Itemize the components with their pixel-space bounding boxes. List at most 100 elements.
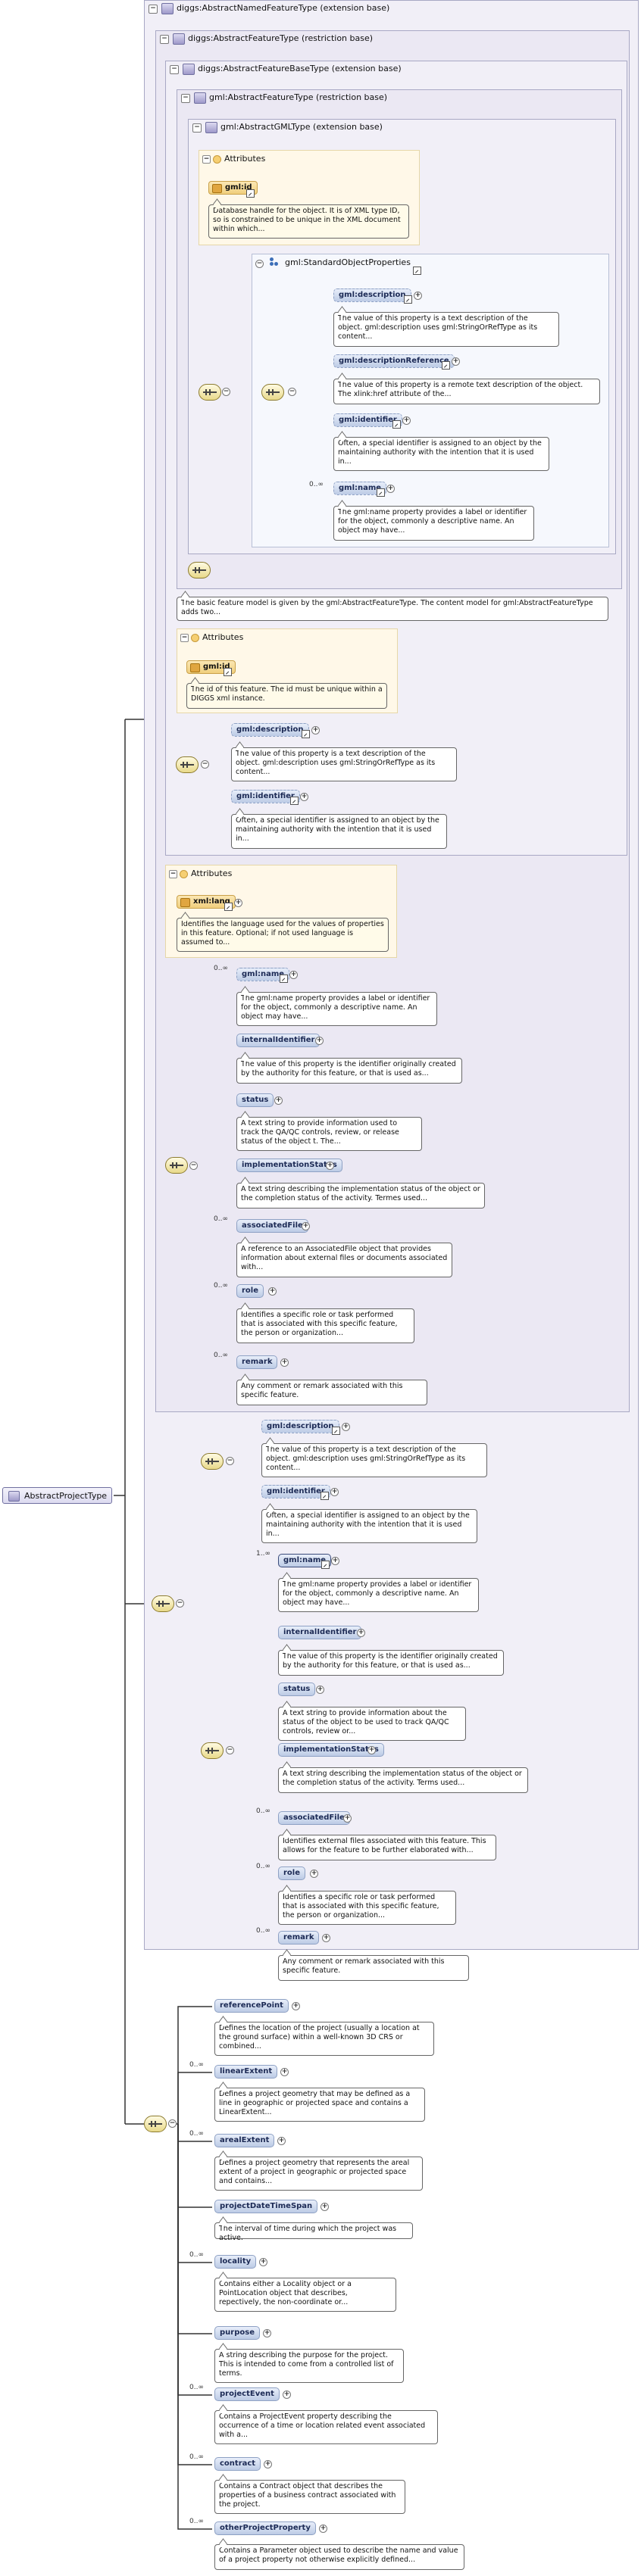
element-remark[interactable]: remark	[236, 1355, 278, 1369]
root-type-box[interactable]: AbstractProjectType	[2, 1487, 113, 1504]
element-implementation-status[interactable]: implementationStatus	[236, 1159, 342, 1172]
expand-button[interactable]: +	[300, 793, 308, 801]
reference-icon[interactable]	[392, 420, 401, 429]
collapse-toggle[interactable]: −	[226, 1457, 234, 1465]
element-gml-description-reference[interactable]: gml:descriptionReference	[333, 354, 455, 368]
expand-button[interactable]: +	[315, 1037, 324, 1045]
element-gml-name[interactable]: gml:name	[278, 1554, 332, 1567]
expand-button[interactable]: +	[268, 1287, 277, 1296]
expand-button[interactable]: +	[259, 2258, 267, 2266]
element-gml-description[interactable]: gml:description	[261, 1420, 339, 1433]
reference-icon[interactable]	[332, 1427, 340, 1435]
reference-icon[interactable]	[404, 295, 412, 304]
collapse-toggle[interactable]: −	[180, 634, 189, 642]
element-gml-identifier[interactable]: gml:identifier	[261, 1485, 330, 1499]
expand-button[interactable]: +	[264, 2460, 272, 2468]
expand-button[interactable]: +	[292, 2002, 300, 2010]
element-other-project-property[interactable]: otherProjectProperty	[214, 2521, 316, 2535]
element-locality[interactable]: locality	[214, 2255, 257, 2269]
element-status[interactable]: status	[236, 1093, 274, 1107]
reference-icon[interactable]	[320, 1492, 329, 1500]
expand-button[interactable]: +	[280, 1358, 289, 1367]
expand-button[interactable]: +	[289, 971, 298, 979]
reference-icon[interactable]	[321, 1561, 330, 1569]
expand-button[interactable]: +	[367, 1746, 376, 1754]
reference-icon[interactable]	[290, 797, 299, 805]
element-internal-identifier[interactable]: internalIdentifier	[236, 1034, 320, 1047]
expand-button[interactable]: +	[234, 899, 242, 907]
element-status[interactable]: status	[278, 1683, 316, 1696]
expand-button[interactable]: +	[310, 1870, 318, 1878]
expand-button[interactable]: +	[280, 2068, 289, 2076]
sequence-compositor-icon[interactable]	[188, 562, 211, 579]
expand-button[interactable]: +	[452, 357, 460, 366]
element-gml-description[interactable]: gml:description	[231, 723, 309, 737]
element-remark[interactable]: remark	[278, 1931, 320, 1944]
collapse-toggle[interactable]: −	[168, 2119, 177, 2128]
expand-button[interactable]: +	[263, 2329, 271, 2337]
sequence-compositor-icon[interactable]	[201, 1742, 224, 1759]
element-linear-extent[interactable]: linearExtent	[214, 2065, 278, 2079]
sequence-compositor-icon[interactable]	[201, 1453, 224, 1470]
collapse-toggle[interactable]: −	[189, 1162, 198, 1170]
collapse-toggle[interactable]: −	[170, 65, 179, 74]
element-project-date-time-span[interactable]: projectDateTimeSpan	[214, 2200, 318, 2213]
expand-button[interactable]: +	[330, 1488, 339, 1496]
expand-button[interactable]: +	[283, 2390, 291, 2399]
expand-button[interactable]: +	[342, 1423, 350, 1431]
collapse-toggle[interactable]: −	[288, 388, 296, 396]
sequence-compositor-icon[interactable]	[176, 756, 199, 773]
reference-icon[interactable]	[377, 488, 385, 497]
collapse-toggle[interactable]: −	[192, 123, 202, 133]
sequence-compositor-icon[interactable]	[199, 384, 221, 401]
expand-button[interactable]: +	[357, 1629, 365, 1637]
element-reference-point[interactable]: referencePoint	[214, 1999, 289, 2013]
expand-button[interactable]: +	[320, 2203, 329, 2211]
expand-button[interactable]: +	[414, 292, 422, 300]
expand-button[interactable]: +	[274, 1096, 283, 1105]
reference-icon[interactable]	[442, 361, 450, 370]
expand-button[interactable]: +	[322, 1934, 330, 1942]
collapse-toggle[interactable]: −	[202, 155, 211, 164]
attribute-gml-id[interactable]: gml:id	[208, 181, 258, 195]
collapse-toggle[interactable]: −	[201, 760, 209, 769]
element-areal-extent[interactable]: arealExtent	[214, 2134, 275, 2147]
element-purpose[interactable]: purpose	[214, 2326, 260, 2340]
collapse-toggle[interactable]: −	[149, 5, 158, 14]
element-gml-identifier[interactable]: gml:identifier	[231, 790, 300, 803]
element-project-event[interactable]: projectEvent	[214, 2387, 280, 2401]
element-gml-description[interactable]: gml:description	[333, 288, 411, 302]
std-group-toggle[interactable]: −	[255, 260, 264, 268]
collapse-toggle[interactable]: −	[226, 1746, 234, 1754]
collapse-toggle[interactable]: −	[181, 94, 190, 103]
expand-button[interactable]: +	[302, 1222, 310, 1230]
element-gml-name[interactable]: gml:name	[333, 482, 387, 495]
reference-icon[interactable]	[280, 975, 288, 983]
expand-button[interactable]: +	[277, 2137, 286, 2145]
element-role[interactable]: role	[278, 1867, 306, 1880]
element-gml-name[interactable]: gml:name	[236, 968, 290, 981]
expand-button[interactable]: +	[319, 2525, 327, 2533]
expand-button[interactable]: +	[316, 1686, 324, 1694]
expand-button[interactable]: +	[326, 1162, 334, 1170]
expand-button[interactable]: +	[331, 1557, 339, 1565]
expand-button[interactable]: +	[402, 416, 411, 425]
attribute-xml-lang[interactable]: xml:lang	[177, 895, 236, 909]
element-associated-file[interactable]: associatedFile	[278, 1811, 350, 1825]
element-role[interactable]: role	[236, 1284, 264, 1298]
sequence-compositor-icon[interactable]	[144, 2116, 167, 2132]
sequence-compositor-icon[interactable]	[152, 1595, 174, 1612]
element-gml-identifier[interactable]: gml:identifier	[333, 413, 402, 427]
collapse-toggle[interactable]: −	[160, 35, 169, 44]
expand-button[interactable]: +	[311, 726, 320, 734]
element-internal-identifier[interactable]: internalIdentifier	[278, 1626, 362, 1639]
choice-compositor-icon[interactable]	[261, 384, 284, 401]
reference-icon[interactable]	[224, 668, 232, 676]
element-associated-file[interactable]: associatedFile	[236, 1219, 308, 1233]
expand-button[interactable]: +	[386, 485, 395, 493]
expand-button[interactable]: +	[343, 1814, 352, 1823]
collapse-toggle[interactable]: −	[222, 388, 230, 396]
collapse-toggle[interactable]: −	[176, 1599, 184, 1608]
element-contract[interactable]: contract	[214, 2457, 261, 2471]
reference-icon[interactable]	[224, 903, 233, 911]
